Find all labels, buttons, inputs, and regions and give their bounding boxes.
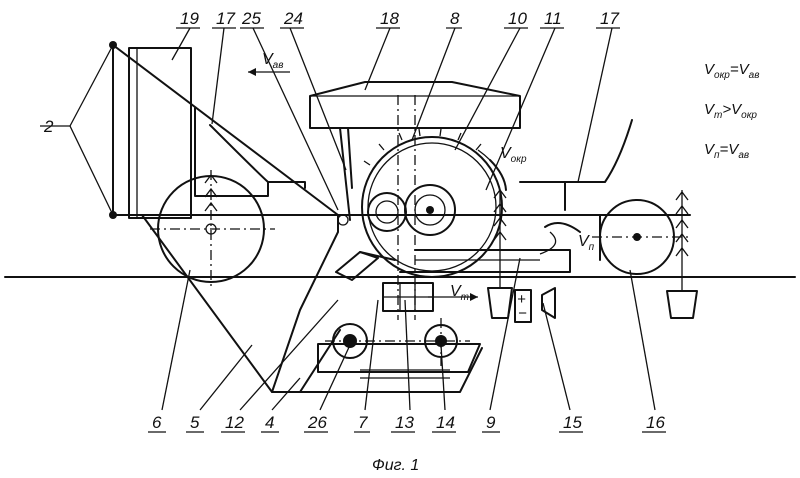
equation-2: Vт>Vокр xyxy=(704,101,757,121)
label-15: 15 xyxy=(563,413,582,432)
label-4: 4 xyxy=(265,413,274,432)
label-19: 19 xyxy=(180,9,199,28)
label-18: 18 xyxy=(380,9,399,28)
pot-right xyxy=(666,190,698,319)
pot-left xyxy=(487,188,513,319)
terminal-box xyxy=(514,287,556,323)
label-24: 24 xyxy=(283,9,303,28)
label-12: 12 xyxy=(225,413,244,432)
label-underlines xyxy=(40,27,666,433)
velocity-t: Vт xyxy=(450,283,469,303)
label-6: 6 xyxy=(152,413,162,432)
label-14: 14 xyxy=(436,413,455,432)
wheel-left xyxy=(150,170,275,290)
label-13: 13 xyxy=(395,413,414,432)
velocity-labels: Vав Vокр Vт Vп xyxy=(262,51,595,303)
label-7: 7 xyxy=(358,413,368,432)
label-17-right: 17 xyxy=(600,9,619,28)
velocity-main: Vав xyxy=(262,51,283,71)
label-25: 25 xyxy=(241,9,261,28)
label-10: 10 xyxy=(508,9,527,28)
label-16: 16 xyxy=(646,413,665,432)
label-9: 9 xyxy=(486,413,496,432)
crawler-track xyxy=(317,318,481,373)
frame-17-right xyxy=(519,119,633,233)
velocity-arrows xyxy=(248,68,557,301)
sign-minus: − xyxy=(518,305,527,322)
wheel-right xyxy=(592,199,691,275)
label-17-left: 17 xyxy=(216,9,235,28)
label-5: 5 xyxy=(190,413,200,432)
label-26: 26 xyxy=(307,413,327,432)
plough-body xyxy=(141,214,483,393)
leader-lines xyxy=(69,27,656,411)
drive-box xyxy=(382,282,434,312)
frame-17-left xyxy=(194,107,306,197)
gear-wheels xyxy=(337,184,456,236)
velocity-ring: Vокр xyxy=(500,145,527,165)
equation-1: Vокр=Vав xyxy=(704,61,759,81)
sign-plus: + xyxy=(517,291,526,308)
rotor-drum xyxy=(361,128,507,278)
equation-3: Vп=Vав xyxy=(704,141,749,161)
equations: Vокр=Vав Vт>Vокр Vп=Vав xyxy=(704,61,759,161)
label-11: 11 xyxy=(544,9,562,28)
linkage-frame xyxy=(109,41,601,219)
hopper-box-19 xyxy=(128,47,192,219)
figure-caption: Фиг. 1 xyxy=(372,457,419,474)
velocity-p: Vп xyxy=(578,233,595,253)
label-8: 8 xyxy=(450,9,460,28)
conveyor-arm xyxy=(335,251,396,281)
